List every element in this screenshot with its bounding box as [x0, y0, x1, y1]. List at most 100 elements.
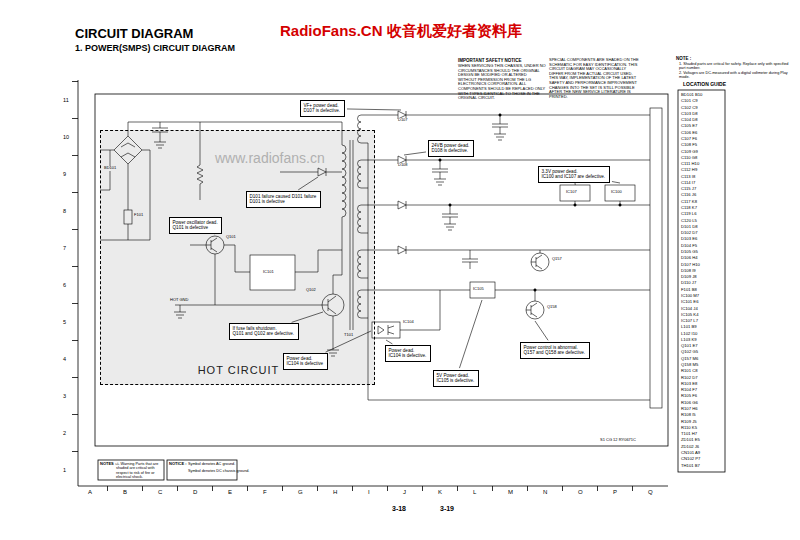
table-cell: C117 K8	[681, 200, 697, 205]
fuse-symbol	[124, 210, 132, 224]
fault-callout: D101 failure caused D101 failureD101 is …	[246, 191, 321, 208]
callout-text: IC104 is defective	[287, 361, 325, 367]
part-name: IC100	[611, 190, 622, 195]
grid-column: P	[613, 489, 617, 496]
callout-text: Q157 and Q158 are defective.	[524, 350, 587, 356]
grid-column: O	[578, 489, 583, 496]
table-cell: L102 I10	[681, 332, 697, 337]
wire	[280, 172, 342, 173]
ground-symbol	[174, 305, 186, 318]
wire	[439, 159, 441, 161]
table-cell: L101 B9	[681, 325, 697, 330]
part-name: T101	[344, 333, 353, 338]
table-cell: C101 C9	[681, 99, 698, 104]
notice-heading: IMPORTANT SAFETY NOTICE	[458, 58, 522, 63]
wire	[531, 250, 542, 269]
capacitor-symbol	[432, 160, 448, 185]
grid-column: M	[508, 489, 513, 496]
drawing-frame	[95, 94, 668, 446]
note-heading: NOTE :	[676, 56, 691, 61]
callout-heading: 24VB power dead.	[432, 143, 471, 149]
transformer-coil	[358, 115, 362, 143]
leader-line	[459, 300, 482, 368]
table-cell: D109 J8	[681, 275, 697, 280]
wire	[534, 289, 536, 291]
fault-callout: Power dead.IC104 is defective.	[385, 345, 431, 362]
part-name: IC107	[566, 190, 577, 195]
notice-text: SPECIAL COMPONENTS ARE SHADED ON THE SCH…	[549, 58, 641, 99]
callout-text: IC100 and IC107 are defective.	[542, 174, 607, 180]
part-name: Q158	[547, 305, 557, 310]
callout-text: Q101 is defective	[173, 225, 219, 231]
table-cell: C112 H9	[681, 168, 697, 173]
drawing-frame	[72, 82, 78, 452]
fault-callout: 24VB power dead.D108 is defective.	[428, 140, 474, 157]
callout-text: Q101 and Q102 are defective.	[233, 331, 296, 337]
page-number: 3-19	[440, 505, 454, 513]
table-cell: IC105 K4	[681, 313, 698, 318]
grid-column: F	[263, 489, 267, 496]
grid-column: I	[368, 489, 370, 496]
wire	[619, 204, 621, 206]
table-cell: R107 H6	[681, 407, 698, 412]
grid-column: C	[158, 489, 162, 496]
notes-heading: NOTICE :	[169, 462, 187, 467]
table-cell: IC100 M7	[681, 294, 699, 299]
part-name: IC105	[473, 287, 484, 292]
wire	[121, 143, 135, 157]
callout-text: IC105 is defective.	[437, 378, 476, 384]
transformer-coil	[358, 250, 362, 278]
leader-line	[214, 234, 215, 235]
wire	[295, 250, 342, 272]
ic-symbol	[605, 185, 635, 201]
wire	[358, 108, 663, 408]
leader-line	[347, 109, 401, 110]
table-cell: C106 E6	[681, 131, 697, 136]
table-cell: TH101 B7	[681, 464, 700, 469]
grid-column: G	[298, 489, 303, 496]
table-cell: Q157 M6	[681, 357, 698, 362]
part-name: Q102	[306, 288, 316, 293]
table-cell: C102 C9	[681, 106, 698, 111]
wire	[449, 204, 451, 206]
callout-heading: 3.3V power dead.	[542, 169, 607, 175]
part-name: D107	[398, 118, 408, 123]
table-cell: R105 F6	[681, 394, 697, 399]
leader-line	[326, 331, 371, 352]
callout-heading: Power dead.	[389, 348, 428, 354]
grid-column: H	[333, 489, 337, 496]
callout-heading: Power dead.	[287, 356, 325, 362]
wire	[206, 238, 217, 252]
table-cell: BD101 B10	[681, 93, 702, 98]
grid-row: 9	[63, 171, 66, 177]
notes-text: Symbol denotes DC chassis ground.	[188, 469, 249, 473]
fault-callout: Power oscillator dead.Q101 is defective	[169, 217, 222, 234]
part-name: D108	[398, 163, 408, 168]
table-cell: IC104 J4	[681, 307, 698, 312]
notice-text: WHEN SERVICING THIS CHASSIS, UNDER NO CI…	[458, 64, 546, 101]
wire	[499, 114, 501, 116]
grid-column: A	[88, 489, 92, 496]
part-name: IC101	[263, 270, 274, 275]
leader-line	[535, 321, 548, 340]
capacitor-symbol	[152, 122, 168, 142]
leader-line	[575, 183, 576, 185]
drawing-frame	[78, 80, 79, 486]
transformer-coil	[342, 145, 346, 217]
part-name: IC104	[403, 320, 414, 325]
hot-region-fill	[100, 130, 375, 385]
grid-row: 7	[63, 245, 66, 251]
callout-heading: D101 failure caused D101 failure	[250, 194, 318, 200]
document-code: S1 CG 12 RY0671C	[600, 438, 636, 443]
leader-line	[292, 312, 323, 322]
wire	[190, 245, 322, 305]
ground-symbol	[327, 316, 339, 356]
fault-callout: VF+ power dead.D107 is defective.	[300, 100, 345, 117]
grid-row: 10	[63, 134, 69, 140]
callout-text: D101 is defective	[250, 199, 318, 205]
capacitor-symbol	[462, 250, 478, 269]
grid-row: 5	[63, 319, 66, 325]
capacitor-symbol	[442, 205, 458, 230]
